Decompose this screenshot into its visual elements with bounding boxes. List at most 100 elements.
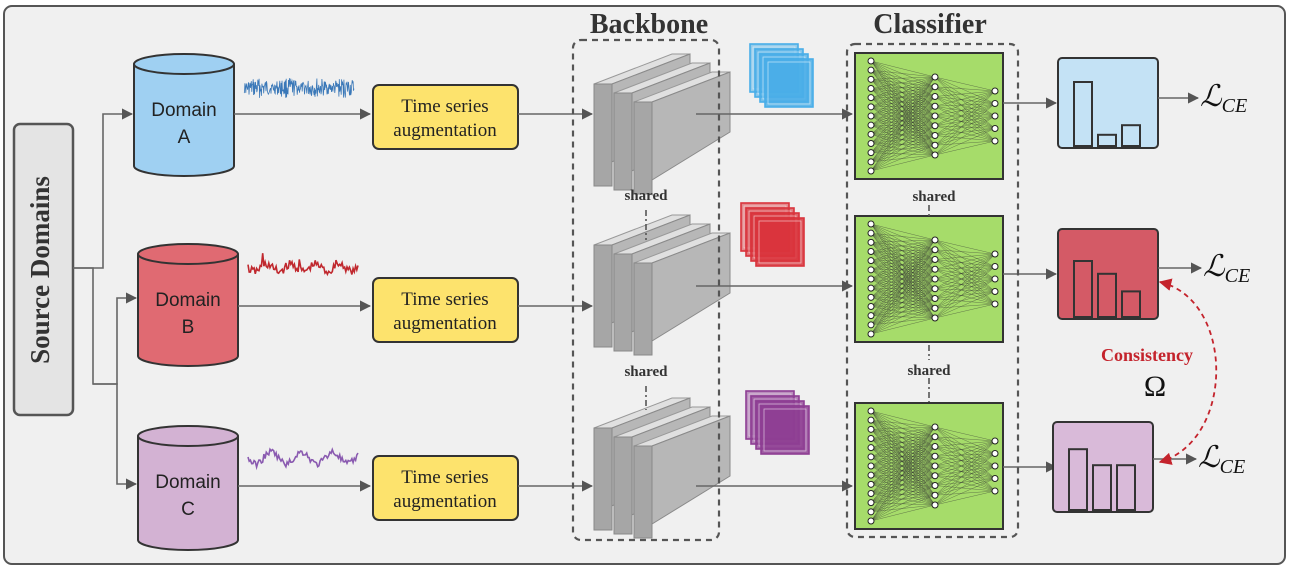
classifier-edge bbox=[870, 420, 936, 467]
classifier-edge bbox=[870, 438, 936, 476]
classifier-neuron bbox=[867, 435, 875, 442]
classifier-edge bbox=[934, 456, 996, 479]
output-bar bbox=[1092, 464, 1112, 512]
classifier-edge bbox=[870, 259, 936, 289]
classifier-neuron bbox=[991, 437, 999, 445]
classifier-edge bbox=[870, 115, 936, 172]
classifier-edge bbox=[870, 436, 936, 448]
classifier-edge bbox=[870, 410, 936, 486]
classifier-edge bbox=[870, 446, 936, 467]
classifier-edge bbox=[870, 426, 936, 476]
classifier-edge bbox=[870, 429, 936, 496]
classifier-neuron bbox=[931, 482, 939, 489]
classifier-edge bbox=[870, 278, 936, 298]
classifier-edge bbox=[870, 76, 936, 162]
classifier-edge bbox=[934, 90, 996, 117]
classifier-edge bbox=[870, 97, 936, 156]
classifier-edge bbox=[870, 297, 936, 299]
classifier-edge bbox=[870, 60, 936, 126]
classifier-edge bbox=[870, 288, 936, 335]
classifier-edge bbox=[870, 69, 936, 87]
classifier-edge bbox=[870, 249, 936, 252]
classifier-edge bbox=[870, 465, 936, 476]
classifier-edge bbox=[934, 291, 996, 299]
classifier-edge bbox=[870, 419, 936, 437]
output-bar bbox=[1121, 124, 1141, 147]
classifier-edge bbox=[870, 70, 936, 117]
classifier-edge bbox=[870, 420, 936, 506]
classifier-edge bbox=[870, 96, 936, 117]
backbone-block-c bbox=[593, 397, 731, 539]
classifier-edge bbox=[870, 447, 936, 506]
classifier-edge bbox=[870, 79, 936, 117]
classifier-edge bbox=[870, 125, 936, 135]
classifier-edge bbox=[870, 436, 936, 439]
classifier-edge bbox=[870, 426, 936, 448]
classifier-edge bbox=[870, 106, 936, 108]
classifier-edge bbox=[870, 88, 936, 97]
classifier-neuron bbox=[931, 295, 939, 302]
classifier-edge bbox=[870, 60, 936, 78]
classifier-edge bbox=[870, 88, 936, 126]
classifier-edge bbox=[870, 485, 936, 513]
classifier-edge bbox=[870, 447, 936, 476]
classifier-edge bbox=[934, 259, 996, 305]
output-box bbox=[1052, 421, 1154, 513]
classifier-edge bbox=[870, 446, 936, 448]
classifier-neuron bbox=[867, 229, 875, 237]
classifier-edge bbox=[870, 70, 936, 136]
classifier-neuron bbox=[991, 462, 999, 470]
classifier-edge bbox=[870, 79, 936, 156]
classifier-edge bbox=[870, 278, 936, 335]
classifier-neuron bbox=[931, 265, 939, 273]
classifier-edge bbox=[870, 106, 936, 126]
classifier-edge bbox=[870, 456, 936, 485]
classifier-edge bbox=[870, 308, 936, 316]
classifier-edge bbox=[870, 251, 936, 289]
shared-label-backbone-1: shared bbox=[624, 188, 668, 204]
classifier-edge bbox=[870, 426, 936, 458]
classifier-edge bbox=[934, 269, 996, 280]
shared-label-classifier-2: shared bbox=[907, 363, 951, 379]
cylinder-top bbox=[133, 53, 235, 75]
classifier-edge bbox=[934, 436, 996, 479]
classifier-edge bbox=[934, 103, 996, 156]
classifier-neuron bbox=[867, 407, 875, 415]
classifier-edge bbox=[870, 410, 936, 496]
classifier-neuron bbox=[867, 330, 875, 338]
classifier-edge bbox=[934, 426, 996, 454]
classifier-edge bbox=[934, 475, 996, 479]
classifier-edge bbox=[870, 287, 936, 319]
classifier-edge bbox=[934, 253, 996, 309]
classifier-neuron bbox=[867, 57, 875, 65]
classifier-neuron bbox=[867, 508, 875, 516]
classifier-edge bbox=[870, 125, 936, 163]
classifier-edge bbox=[870, 251, 936, 280]
classifier-edge bbox=[870, 88, 936, 146]
classifier-edge bbox=[870, 426, 936, 485]
classifier-neuron bbox=[867, 75, 875, 83]
classifier-neuron bbox=[867, 444, 875, 452]
classifier-mlp-a bbox=[854, 52, 1004, 180]
source-domains-label: Source Domains bbox=[25, 176, 55, 364]
classifier-edge bbox=[870, 232, 936, 270]
classifier-edge bbox=[870, 456, 936, 467]
classifier-edge bbox=[870, 115, 936, 153]
classifier-edge bbox=[870, 298, 936, 335]
augmentation-rect bbox=[372, 84, 519, 150]
classifier-edge bbox=[870, 135, 936, 144]
classifier-edge bbox=[870, 410, 936, 467]
classifier-edge bbox=[870, 135, 936, 163]
classifier-edge bbox=[870, 269, 936, 289]
classifier-edge bbox=[870, 239, 936, 316]
backbone-block-b bbox=[593, 214, 731, 356]
classifier-edge bbox=[870, 306, 936, 309]
classifier-edge bbox=[870, 60, 936, 97]
output-distribution-b bbox=[1057, 228, 1159, 320]
consistency-label: Consistency bbox=[1101, 345, 1193, 365]
classifier-edge bbox=[870, 438, 936, 486]
classifier-edge bbox=[934, 269, 996, 292]
classifier-edge bbox=[870, 485, 936, 494]
